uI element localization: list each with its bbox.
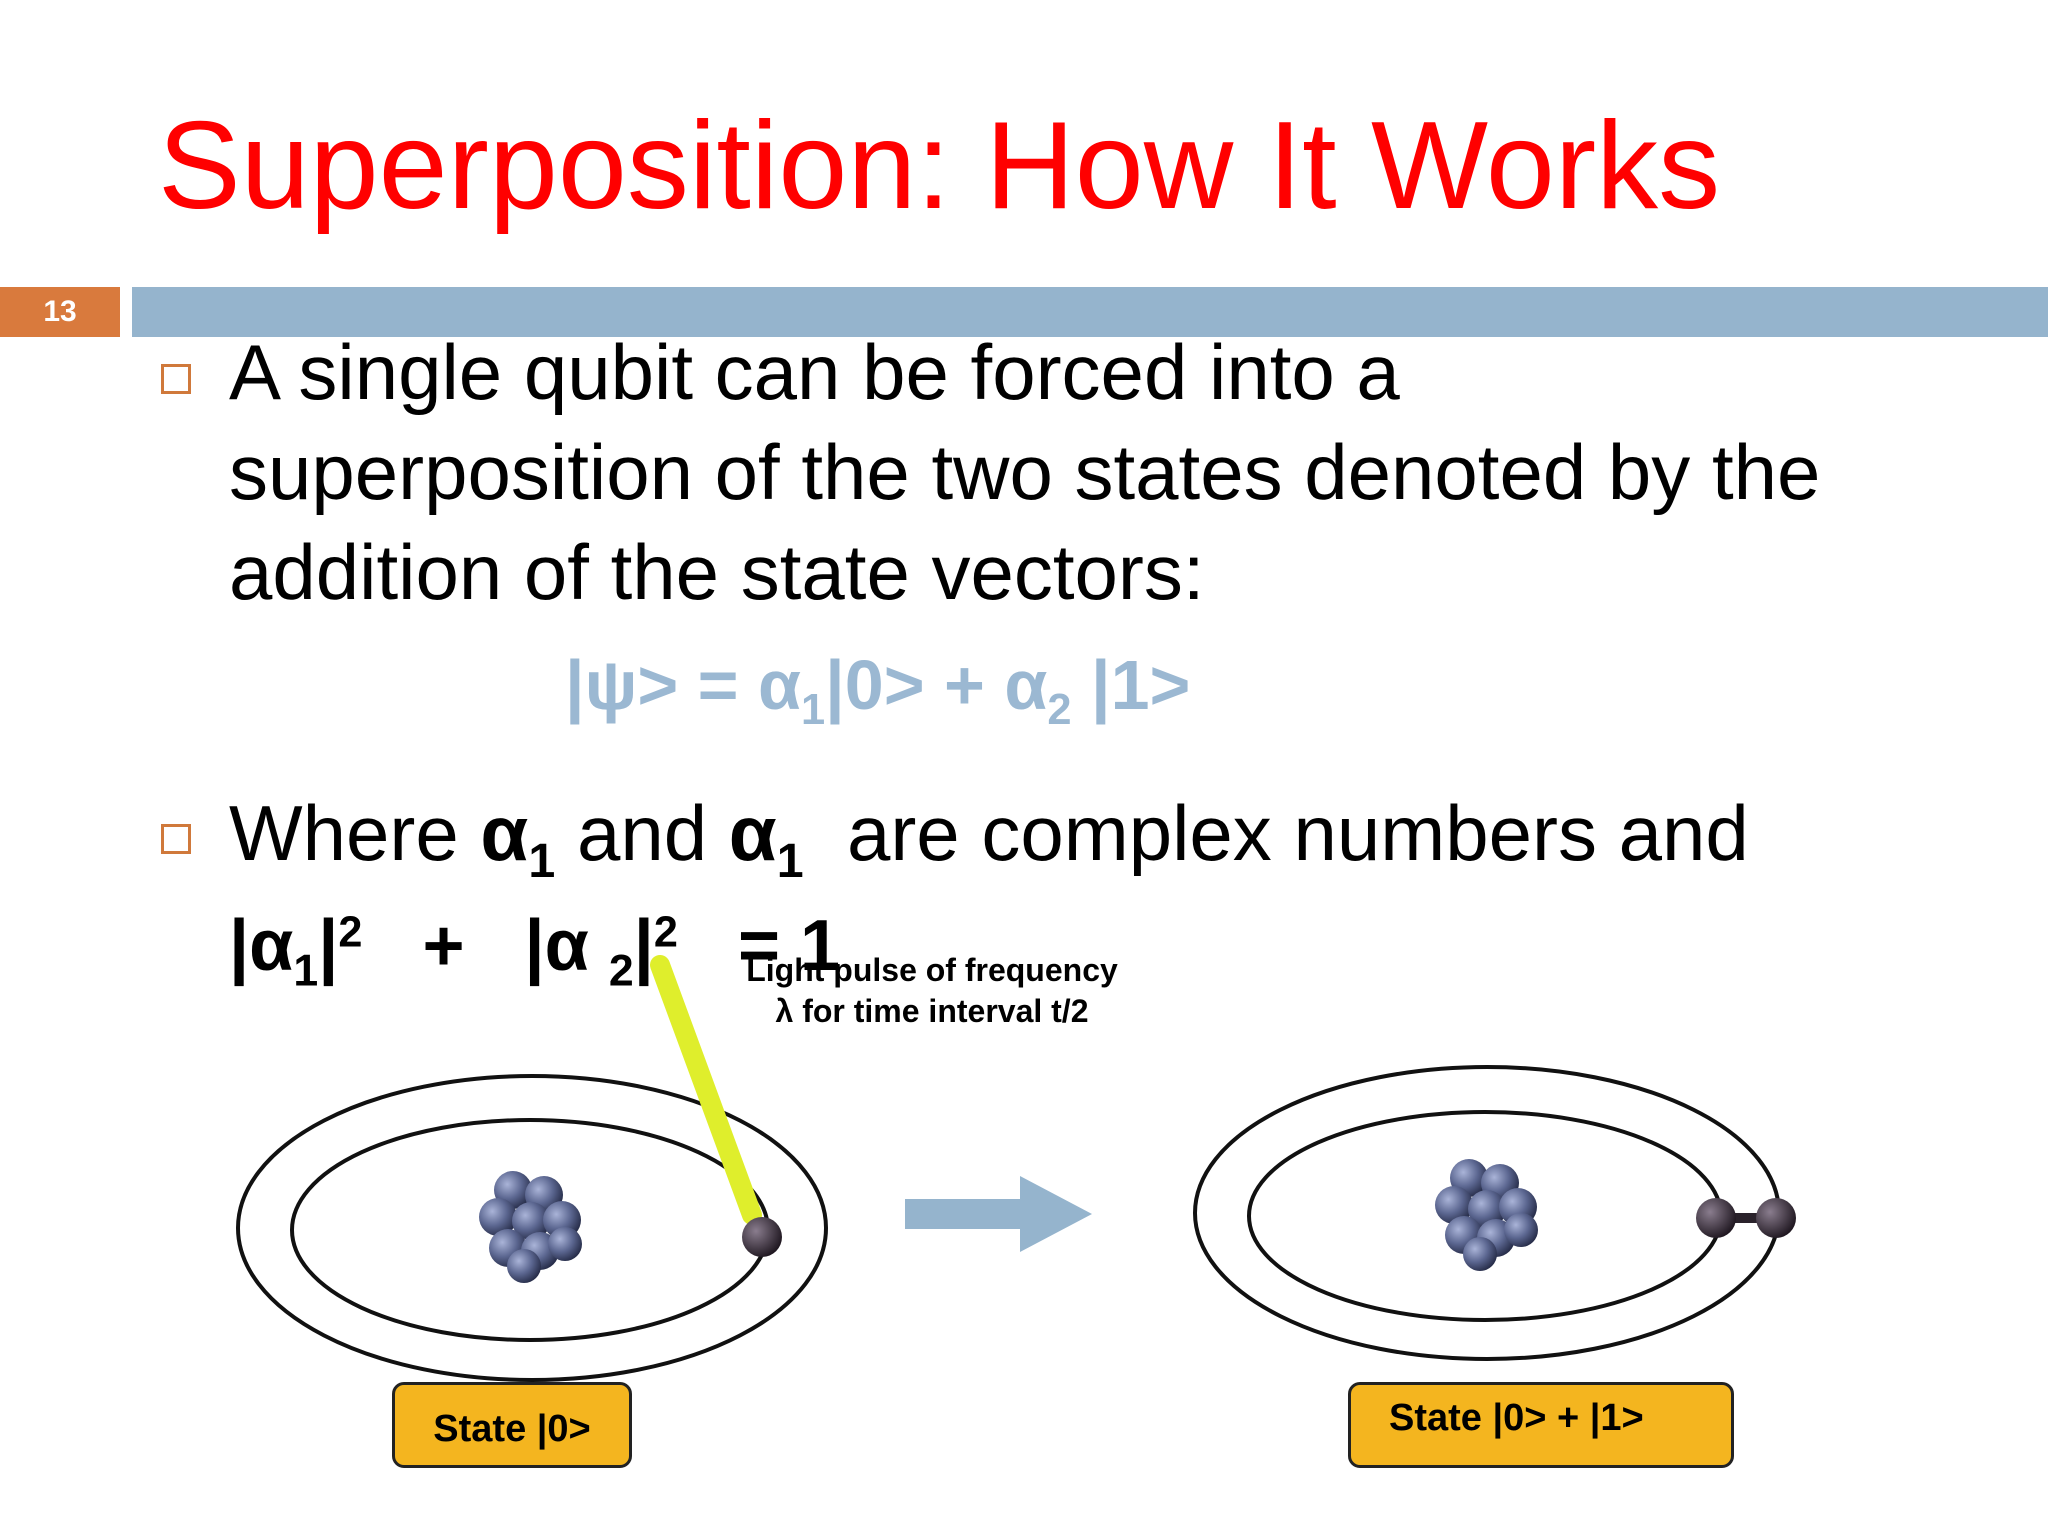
state-superposition-label: State |0> + |1> <box>1348 1382 1734 1468</box>
bullet-1-line-3: addition of the state vectors: <box>229 528 1205 616</box>
bullet-square-icon <box>161 364 191 394</box>
bullet-2-alpha-2: α <box>728 789 777 877</box>
equation-sub-2: 2 <box>1047 686 1072 735</box>
equation-lhs: |ψ> = <box>565 646 758 724</box>
norm-sub-2: 2 <box>608 946 634 996</box>
norm-sub-1: 1 <box>293 946 319 996</box>
transition-arrow-icon <box>905 1176 1092 1252</box>
norm-sup-2: 2 <box>653 908 678 957</box>
equation-ket-0: |0> + <box>825 646 1005 724</box>
bullet-2-alpha-1: α <box>480 789 529 877</box>
caption-line-2: λ for time interval t/2 <box>775 993 1089 1029</box>
left-nucleus-icon <box>479 1171 582 1283</box>
title-rule <box>132 287 2048 337</box>
caption-line-1: Light pulse of frequency <box>746 952 1118 988</box>
right-electron-pair-icon <box>1696 1198 1796 1238</box>
light-pulse-beam <box>650 955 762 1225</box>
bullet-2-rest: are complex numbers and <box>846 789 1749 877</box>
bullet-1-line-2: superposition of the two states denoted … <box>229 428 1821 516</box>
bullet-square-icon <box>161 824 191 854</box>
state-0-label: State |0> <box>392 1382 632 1468</box>
equation-alpha-1: α <box>757 646 802 724</box>
state-superposition-text: State |0> + |1> <box>1389 1397 1644 1439</box>
bullet-2-prefix: Where <box>229 789 459 877</box>
light-pulse-caption: Light pulse of frequency λ for time inte… <box>732 950 1132 1032</box>
normalization-equation: |α1|2 + |α 2|2 = 1 <box>229 905 840 997</box>
equation-alpha-2: α <box>1004 646 1048 724</box>
equation-sub-1: 1 <box>801 686 826 735</box>
norm-alpha-2: |α <box>524 906 609 986</box>
bullet-2-and: and <box>576 789 708 877</box>
right-nucleus-icon <box>1435 1159 1538 1271</box>
norm-bar-2: | <box>633 906 654 986</box>
norm-alpha-1: |α <box>229 906 294 986</box>
state-0-text: State |0> <box>433 1407 591 1450</box>
bullet-2-text: Where α1 and α1 are complex numbers and <box>229 783 1749 911</box>
bullet-1-line-1: A single qubit can be forced into a <box>229 328 1400 416</box>
slide-title: Superposition: How It Works <box>158 97 1721 235</box>
norm-rhs: = 1 <box>737 906 841 986</box>
norm-bar-1: | <box>318 906 339 986</box>
state-equation: |ψ> = α1|0> + α2 |1> <box>565 645 1190 735</box>
bullet-1-text: A single qubit can be forced into a supe… <box>229 322 1820 622</box>
left-outer-orbit <box>236 1074 828 1382</box>
bullet-2-sub-1: 1 <box>528 833 556 888</box>
left-electron-icon <box>742 1217 782 1257</box>
norm-sup-1: 2 <box>338 908 363 957</box>
bullet-2-sub-2: 1 <box>776 833 804 888</box>
slide-number: 13 <box>0 287 120 337</box>
norm-plus: + <box>422 906 465 986</box>
equation-ket-1: |1> <box>1071 646 1191 724</box>
